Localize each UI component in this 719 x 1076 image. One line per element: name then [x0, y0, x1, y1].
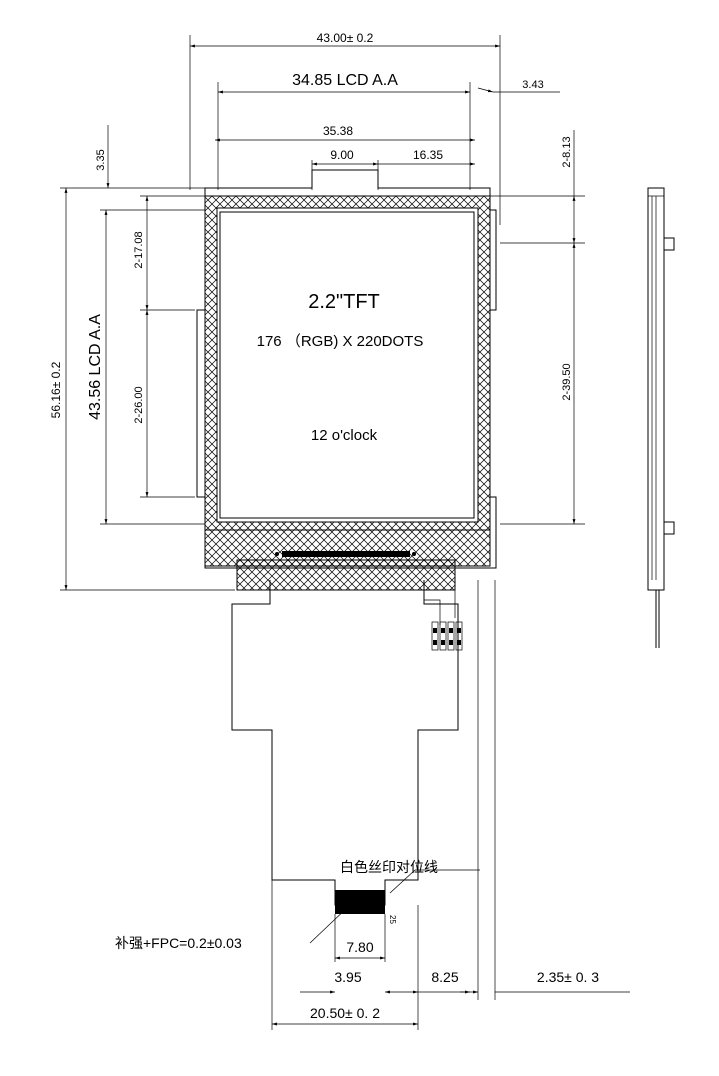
fpc-right-label: 8.25 — [431, 969, 458, 985]
overall-width-label: 43.00± 0.2 — [317, 31, 374, 45]
dimension-inner-width: 35.38 — [215, 124, 475, 142]
hole-spacing-1-label: 2-17.08 — [133, 231, 145, 268]
dimension-hole-spacing: 2-17.08 2-26.00 — [133, 195, 205, 498]
silk-mark-note: 白色丝印对位线 — [340, 859, 438, 875]
top-offset-label: 3.35 — [95, 149, 107, 170]
tab-width-label: 9.00 — [330, 148, 354, 162]
dimension-fpc-offset: 3.95 8.25 — [271, 880, 470, 1030]
fpc-cable: 25 — [231, 580, 463, 924]
dimension-tab: 9.00 16.35 — [311, 148, 475, 190]
right-hole-spacing-label: 2-39.50 — [561, 363, 573, 400]
top-right-label: 2-8.13 — [561, 136, 573, 167]
dimension-right-hole-spacing: 2-39.50 — [500, 243, 585, 525]
dimension-lcd-aa-height: 43.56 LCD A.A — [87, 210, 205, 525]
panel-title: 2.2"TFT — [308, 291, 380, 313]
lcd-aa-height-label: 43.56 LCD A.A — [87, 314, 104, 420]
silk-mark-callout: 白色丝印对位线 — [340, 859, 480, 894]
pin-number-label: 25 — [388, 915, 397, 924]
thickness-label: 2.35± 0. 3 — [537, 969, 599, 985]
stiffener-block — [335, 890, 385, 914]
overall-height-label: 56.16± 0.2 — [49, 361, 63, 418]
lcd-module: 2.2"TFT 176 （RGB) X 220DOTS 12 o'clock — [196, 169, 497, 591]
fpc-width-label: 20.50± 0. 2 — [310, 1005, 380, 1021]
dimension-fpc-width: 20.50± 0. 2 — [272, 1005, 418, 1026]
dimension-stiffener-width: 7.80 — [334, 914, 386, 962]
dimension-lcd-aa-width: 34.85 LCD A.A — [217, 72, 471, 190]
side-view — [647, 187, 675, 648]
inner-width-label: 35.38 — [323, 124, 353, 138]
lcd-aa-width-label: 34.85 LCD A.A — [292, 72, 398, 89]
dimension-top-right: 2-8.13 — [490, 130, 585, 244]
panel-orientation: 12 o'clock — [311, 427, 378, 444]
panel-resolution: 176 （RGB) X 220DOTS — [257, 333, 424, 350]
hole-spacing-2-label: 2-26.00 — [133, 386, 145, 423]
dimension-overall-width: 43.00± 0.2 — [189, 31, 501, 225]
tab-offset-label: 16.35 — [413, 148, 443, 162]
test-pads — [431, 621, 463, 651]
stiffener-note: 补强+FPC=0.2±0.03 — [115, 935, 242, 951]
stiffener-callout: 补强+FPC=0.2±0.03 — [115, 904, 351, 951]
right-offset-label: 3.43 — [522, 79, 543, 91]
dimension-overall-height: 56.16± 0.2 — [49, 188, 235, 591]
dimension-thickness: 2.35± 0. 3 — [460, 580, 630, 1000]
fpc-offset-label: 3.95 — [334, 969, 361, 985]
dimension-right-offset: 3.43 — [477, 79, 560, 93]
dimension-top-offset: 3.35 — [60, 125, 205, 211]
stiffener-width-label: 7.80 — [346, 939, 373, 955]
